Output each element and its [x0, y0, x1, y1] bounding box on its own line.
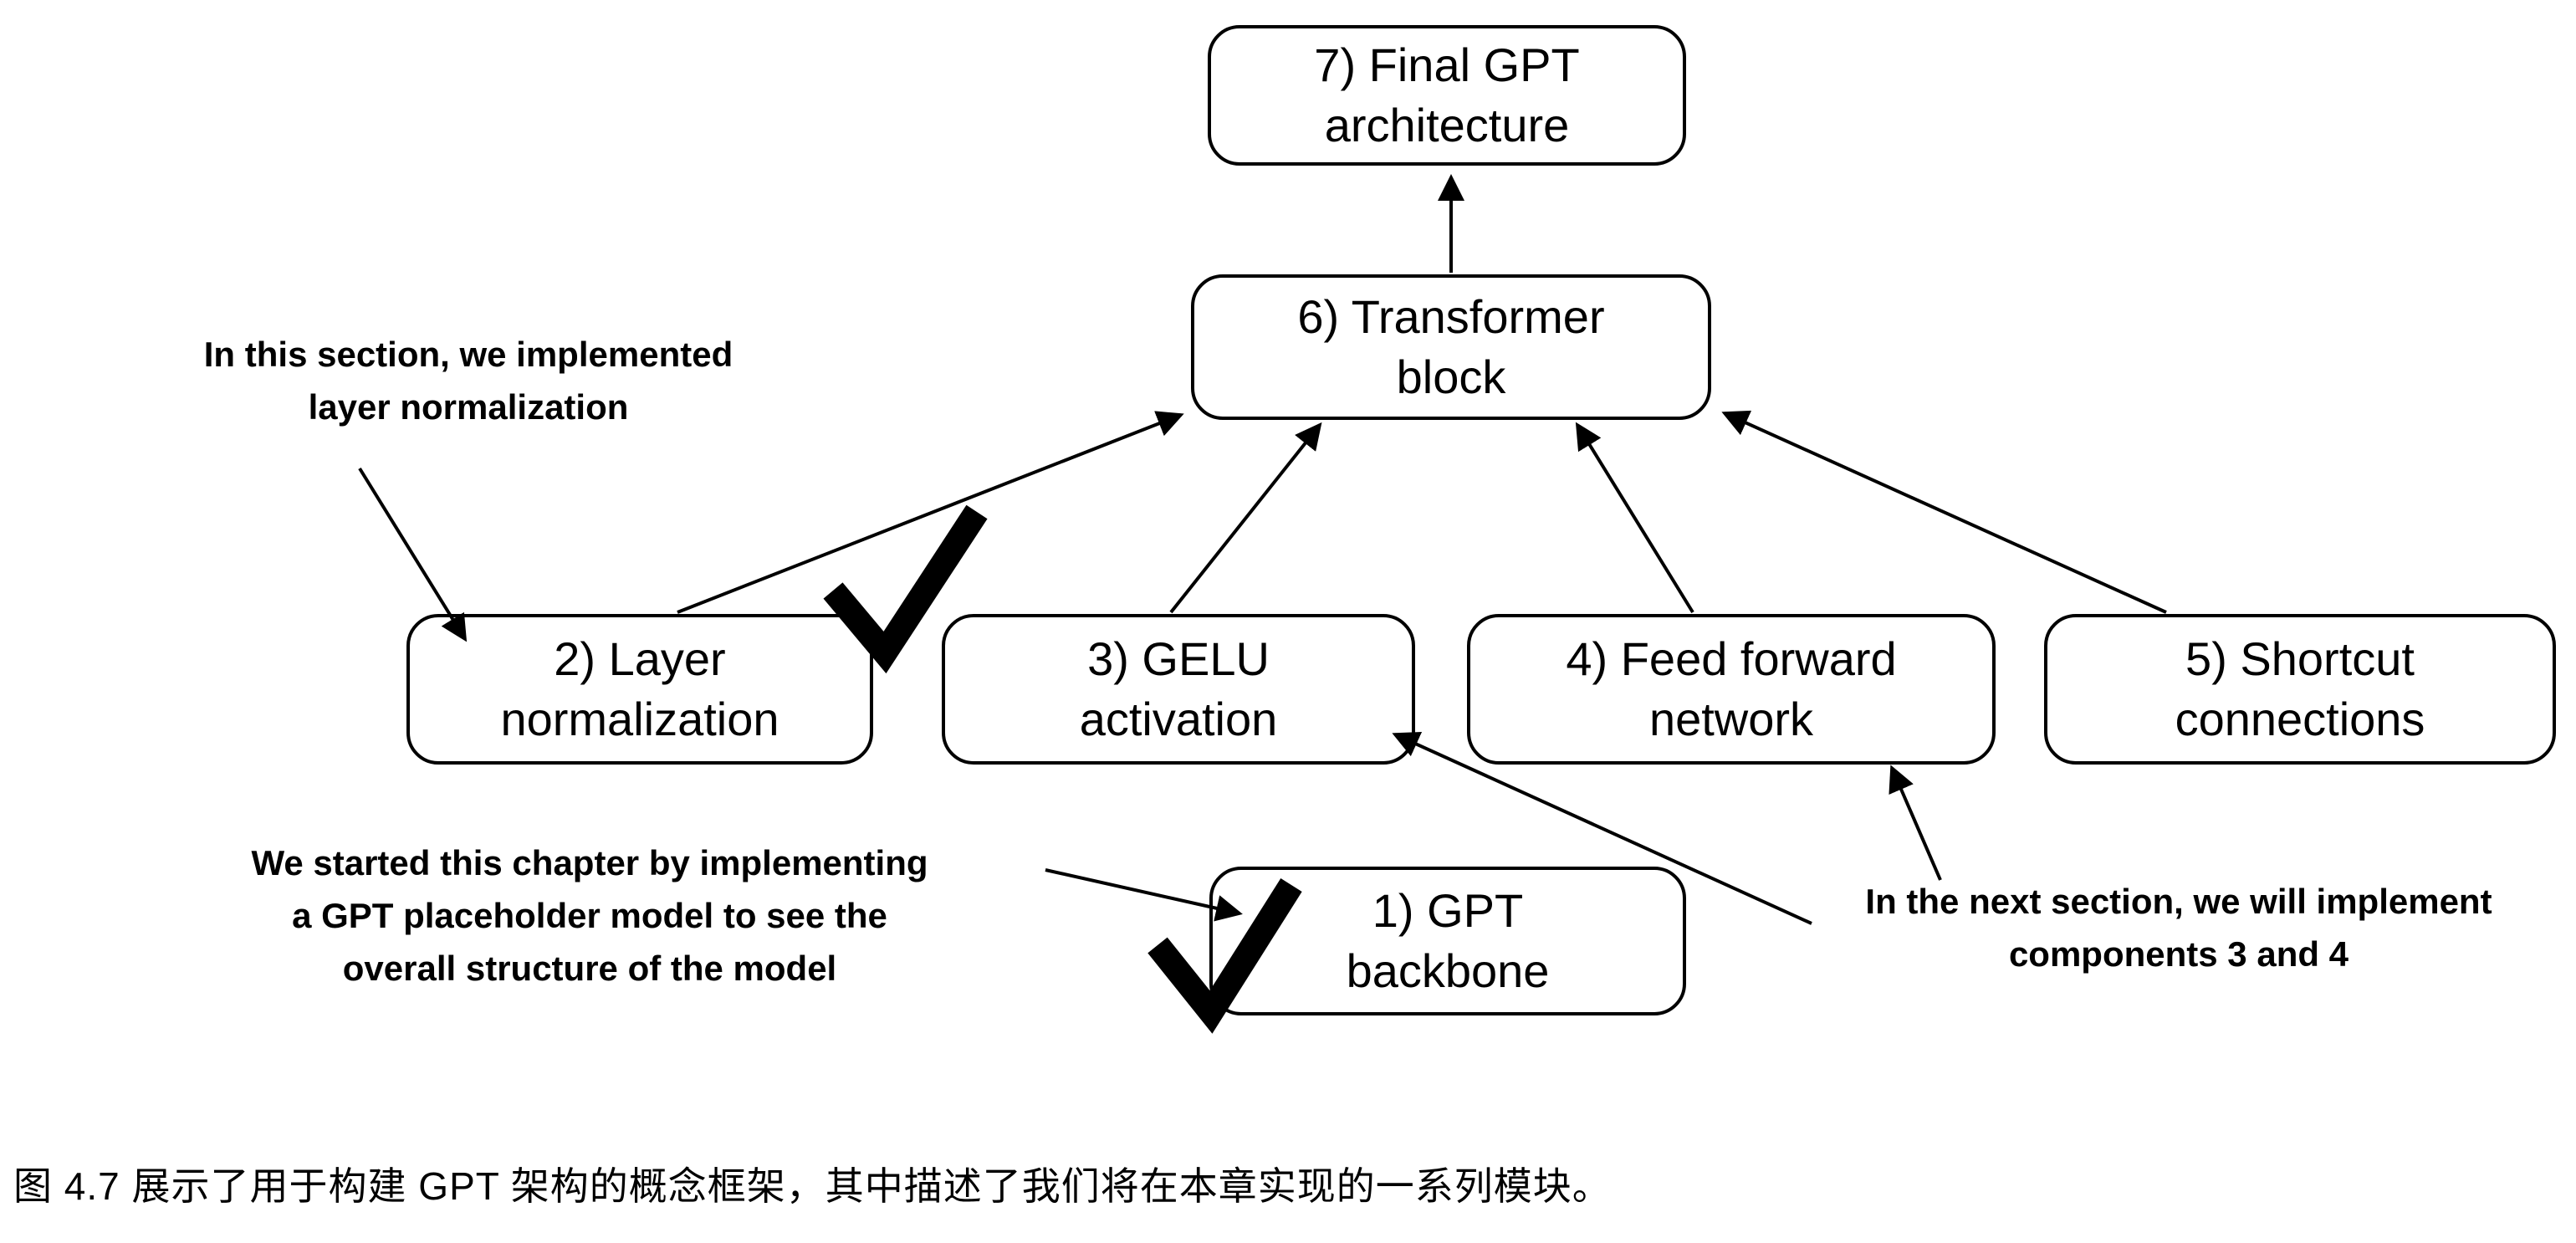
annotation-next-section: In the next section, we will implement c…	[1865, 882, 2492, 974]
box-transformer-block: 6) Transformer block	[1191, 274, 1711, 420]
arrow-note-to-feedforward	[1889, 765, 1942, 881]
box-gelu-activation: 3) GELU activation	[942, 614, 1415, 765]
box-feed-forward-network: 4) Feed forward network	[1467, 614, 1996, 765]
figure-caption: 图 4.7 展示了用于构建 GPT 架构的概念框架，其中描述了我们将在本章实现的…	[13, 1164, 1612, 1208]
box-gpt-backbone: 1) GPT backbone	[1209, 867, 1686, 1015]
annotation-layer-normalization: In this section, we implemented layer no…	[203, 335, 733, 427]
arrow-feedforward-to-transformer	[1575, 422, 1694, 614]
box-final-gpt-architecture: 7) Final GPT architecture	[1208, 25, 1686, 166]
annotation-gpt-backbone: We started this chapter by implementing …	[251, 843, 928, 988]
arrow-gelu-to-transformer	[1169, 422, 1322, 614]
box-shortcut-connections: 5) Shortcut connections	[2044, 614, 2556, 765]
arrow-shortcut-to-transformer	[1721, 410, 2167, 614]
arrow-layernorm-to-transformer	[677, 411, 1184, 614]
box-layer-normalization: 2) Layer normalization	[406, 614, 873, 765]
